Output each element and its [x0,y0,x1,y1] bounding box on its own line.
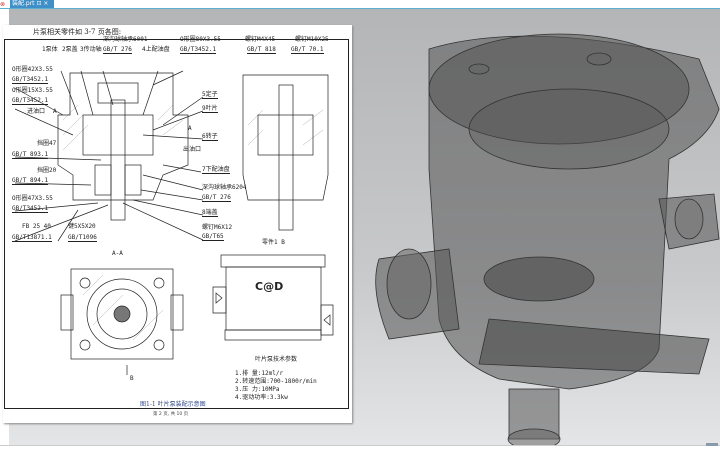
label-oring15: O形圈15X3.55 [12,87,53,94]
label-pump-body: 1泵体 [42,46,58,53]
document-page: 片泵相关零件如 3-7 页各图: [3,25,352,423]
label-oring42-std: GB/T3452.1 [12,76,49,84]
param-item: 3.压 力:10MPa [235,386,280,393]
close-icon[interactable]: ⊗ [0,1,6,8]
label-ring20-std: GB/T 894.1 [12,177,49,185]
label-oring15-std: GB/T3452.1 [12,97,49,105]
label-bearing1: 深沟球轴承6001 [103,36,148,43]
label-part-b: 零件1 B [262,239,285,246]
tab-close-icon[interactable]: × [43,0,49,7]
label-view-b: B [130,375,134,382]
page-footer: 第 2 页, 共 10 页 [153,412,189,417]
figure-caption: 图1-1 叶片泵装配示意图 [140,401,206,408]
label-screw10-std: GB/T 70.1 [291,46,324,54]
param-item: 1.排 量:12ml/r [235,370,284,377]
label-oring80: O形圈80X3.55 [180,36,221,43]
label-screw4-std: GB/T 818 [247,46,276,54]
label-seal-std: GB/T13871.1 [12,234,52,242]
label-seal: FB 25 40 [22,223,51,230]
label-oring42: O形圈42X3.55 [12,66,53,73]
cad-logo: C@D [255,280,284,293]
label-outlet: 出油口 [183,146,202,153]
label-end-cover: 8端盖 [202,209,218,217]
label-oring47: O形圈47X3.55 [12,195,53,202]
label-ring47-std: GB/T 893.1 [12,151,49,159]
params-heading: 叶片泵技术参数 [255,356,298,363]
label-bearing2: 深沟球轴承6204 [202,184,247,191]
label-oring80-std: GB/T3452.1 [180,46,217,54]
label-bearing2-std: GB/T 276 [202,194,231,202]
label-pump-cover: 2泵盖 [62,46,78,53]
drawing-frame [4,39,349,409]
label-screw6-std: GB/T65 [202,233,224,241]
label-upper-plate: 4上配油盘 [142,46,170,53]
pump-3d-model[interactable] [369,19,720,459]
section-mark-a2: A [188,125,192,132]
param-item: 2.转速范围:700-1800r/min [235,378,317,385]
label-vane: 9叶片 [202,105,218,113]
label-screw6: 螺钉M6X12 [202,224,233,231]
corner-indicator [706,443,718,446]
doc-title: 片泵相关零件如 3-7 页各图: [33,28,122,36]
graphics-viewport[interactable]: 片泵相关零件如 3-7 页各图: [3,9,720,450]
label-oring47-std: GB/T3452.1 [12,205,49,213]
section-mark-a1: A [53,108,57,115]
label-bearing1-std: GB/T 276 [103,46,132,54]
label-stator: 5定子 [202,91,218,99]
label-key-std: GB/T1096 [68,234,97,242]
label-screw4: 螺钉M4X45 [245,36,276,43]
label-screw10: 螺钉M10X25 [295,36,329,43]
label-rotor: 6转子 [202,133,218,141]
param-item: 4.驱动功率:3.3kw [235,394,288,401]
label-lower-plate: 7下配油盘 [202,166,230,174]
label-inlet: 进油口 [27,108,46,115]
label-section-aa: A-A [112,250,123,257]
label-shaft: 3传动轴 [80,46,102,53]
tab-bar: ⊗ 装配.prt ⊡ × [0,0,720,9]
status-bar [0,445,720,451]
assembly-drawing [14,70,334,375]
tab-label: 装配.prt [12,0,35,7]
tab-assembly[interactable]: 装配.prt ⊡ × [10,0,54,8]
label-key: 键5X5X20 [68,223,96,230]
pin-icon[interactable]: ⊡ [36,0,42,7]
label-ring20: 挡圈20 [37,167,57,174]
label-ring47: 挡圈47 [37,140,57,147]
